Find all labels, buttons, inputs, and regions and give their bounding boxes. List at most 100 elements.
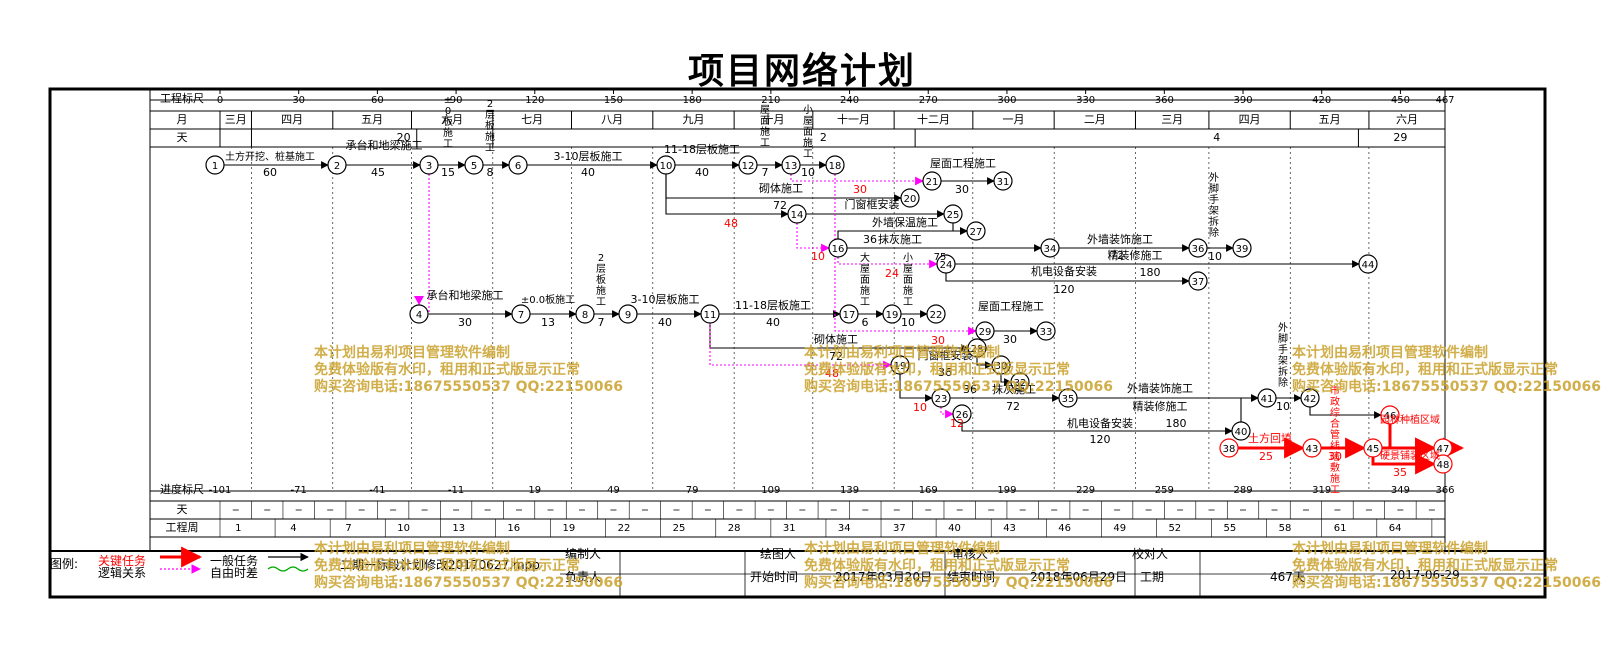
network-node — [1363, 438, 1383, 458]
scale-tick-label: 120 — [525, 95, 544, 106]
drawer-label: 绘图人 — [760, 547, 797, 561]
task-name: 外 — [1209, 172, 1219, 184]
node-number: 25 — [947, 210, 960, 221]
task-name: 承台和地梁施工 — [346, 138, 423, 152]
scale-tick-label: 360 — [1155, 95, 1174, 106]
network-node — [825, 155, 845, 175]
task-name: 面 — [803, 127, 813, 138]
node-number: 26 — [956, 410, 969, 421]
progress-tick-label: -41 — [369, 485, 385, 496]
float-value: 24 — [885, 267, 899, 280]
float-value: 48 — [825, 367, 839, 380]
outer-frame — [48, 87, 1547, 599]
task-duration: 30 — [955, 183, 969, 196]
task-name: 层 — [596, 263, 606, 275]
task-name: 大 — [860, 251, 870, 264]
task-duration: 30 — [1003, 333, 1017, 346]
task-duration: 45 — [371, 166, 385, 179]
node-number: 4 — [416, 310, 422, 321]
scale-tick-label: 90 — [450, 95, 463, 106]
node-number: 40 — [1235, 427, 1248, 438]
progress-tick-label: 199 — [997, 485, 1016, 496]
task-duration: 6 — [862, 316, 869, 329]
task-name: ±0.0板施工 — [521, 293, 575, 306]
node-number: 42 — [1304, 394, 1317, 405]
checker-label: 校对人 — [1132, 547, 1169, 561]
network-node — [1058, 388, 1078, 408]
task-name: 承台和地梁施工 — [427, 288, 504, 302]
watermark: 本计划由易利项目管理软件编制免费体验版有水印，租用和正式版显示正常购买咨询电话:… — [1292, 541, 1601, 591]
task-name: 市 — [1330, 384, 1340, 397]
task-name: 屋 — [803, 115, 813, 127]
day-row-label: 天 — [177, 503, 188, 516]
task-duration: 13 — [541, 316, 555, 329]
week-label: 7 — [345, 523, 351, 534]
task-duration: 10 — [1208, 250, 1222, 263]
node-number: 13 — [785, 161, 798, 172]
network-node — [656, 155, 676, 175]
day-value: 20 — [397, 131, 411, 144]
task-link — [952, 223, 968, 235]
scale-tick-label: 330 — [1076, 95, 1095, 106]
watermark: 本计划由易利项目管理软件编制免费体验版有水印，租用和正式版显示正常购买咨询电话:… — [1292, 345, 1601, 395]
network-node — [1188, 271, 1208, 291]
task-name: 施 — [485, 130, 495, 143]
month-label: 七月 — [521, 113, 543, 126]
float-link — [834, 174, 977, 336]
node-number: 44 — [1362, 260, 1375, 271]
scale-row-label: 工程标尺 — [160, 91, 204, 105]
month-row-label: 月 — [177, 113, 188, 126]
task-name: 施 — [443, 126, 453, 139]
task-duration: 40 — [658, 316, 672, 329]
task-duration: 7 — [598, 316, 605, 329]
week-label: 10 — [397, 523, 410, 534]
task-name: 外 — [1278, 322, 1288, 334]
task-duration: 10 — [901, 316, 915, 329]
month-label: 十一月 — [837, 112, 870, 126]
task-link — [837, 227, 968, 239]
task-name: 屋面工程施工 — [978, 300, 1044, 313]
month-label: 一月 — [1002, 113, 1024, 126]
task-duration: 36 — [938, 366, 952, 379]
node-number: 48 — [1437, 460, 1450, 471]
task-name: 面 — [760, 116, 770, 127]
task-name: 脚 — [1278, 332, 1288, 345]
network-node — [839, 304, 859, 324]
month-label: 六月 — [441, 113, 463, 126]
legend-critical-label: 关键任务 — [98, 554, 147, 568]
month-label: 十月 — [762, 112, 784, 126]
task-duration: 72 — [1110, 249, 1124, 262]
week-label: 28 — [728, 523, 741, 534]
task-name: 工 — [1330, 485, 1340, 496]
reviewer-label: 审核人 — [952, 547, 989, 561]
network-node — [943, 204, 963, 224]
task-duration: 40 — [695, 166, 709, 179]
network-node — [828, 238, 848, 258]
network-node — [409, 304, 429, 324]
start-label: 开始时间 — [750, 570, 799, 584]
task-duration: 180 — [1140, 266, 1161, 279]
node-number: 14 — [791, 210, 804, 221]
network-node — [700, 304, 720, 324]
task-name: 施 — [803, 136, 813, 149]
day-value: 29 — [1393, 131, 1407, 144]
task-name: 屋面工程施工 — [930, 157, 996, 170]
scale-tick-label: 180 — [683, 95, 702, 106]
task-name: 暗 — [1330, 450, 1340, 463]
network-node — [1300, 388, 1320, 408]
network-node — [787, 204, 807, 224]
task-duration: 15 — [441, 166, 455, 179]
task-name: 面 — [860, 275, 870, 286]
task-name: 外墙保温施工 — [872, 215, 938, 229]
network-node — [1257, 388, 1277, 408]
task-name: 板 — [443, 115, 453, 128]
network-node — [1040, 238, 1060, 258]
task-name: 3-10层板施工 — [631, 292, 700, 306]
task-duration: 180 — [1166, 417, 1187, 430]
task-name: 脚 — [1209, 182, 1219, 195]
legend-normal-label: 一般任务 — [210, 554, 259, 568]
task-duration: 25 — [1259, 450, 1273, 463]
progress-tick-label: -11 — [448, 485, 464, 496]
week-label: 55 — [1224, 523, 1237, 534]
